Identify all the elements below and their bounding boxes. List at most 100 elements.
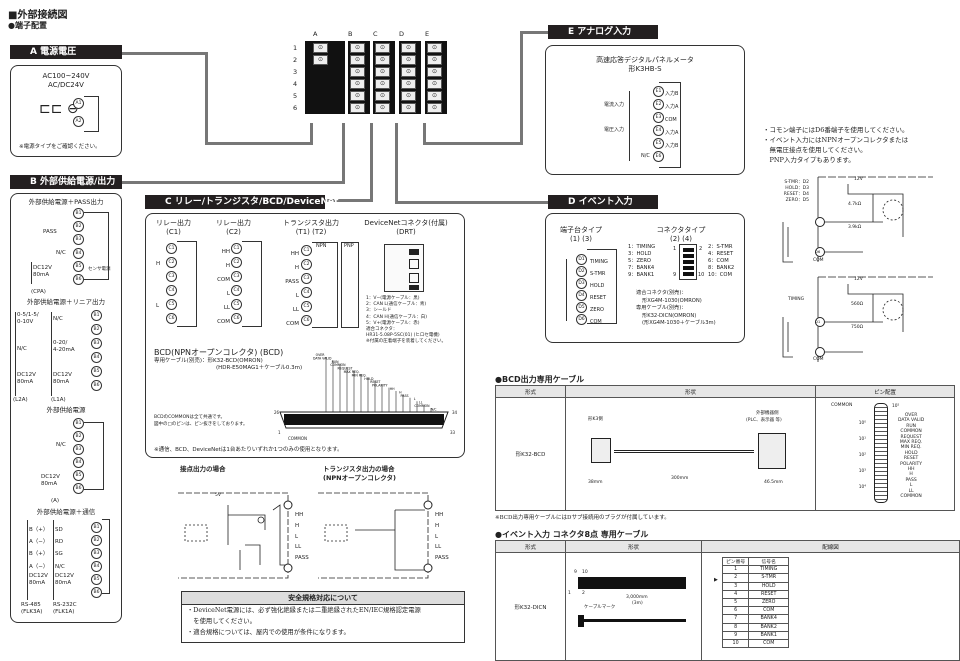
terminal-col-b: ⊙⊙⊙⊙⊙⊙ xyxy=(348,41,370,114)
connector-pins-icon xyxy=(679,244,697,280)
comm-title: 外部供給電源＋通信 xyxy=(36,508,96,516)
dsub-connector-icon xyxy=(758,433,786,469)
terminal-col-a: ⊙ ⊙ xyxy=(305,41,345,114)
pin-number: 9 xyxy=(721,630,750,640)
trans-title: トランジスタ出力(T1) (T2) xyxy=(283,219,339,236)
pin-number: 1 xyxy=(721,565,750,575)
flat-cable-icon xyxy=(578,577,686,589)
bcd-signal-label: N/C xyxy=(431,407,437,411)
section-b-heading: B 外部供給電源/出力 xyxy=(10,175,122,189)
bcd-signal-label: MIN REQ. xyxy=(352,373,367,377)
col-label-b: B xyxy=(348,30,353,38)
pin-number: 4 xyxy=(721,589,750,599)
bcd-signal-label: COMMON xyxy=(330,363,346,367)
page-subtitle: ●端子配置 xyxy=(8,21,47,30)
bcd-connector-outline xyxy=(279,411,449,429)
trans-out-title-2: (NPNオープンコレクタ) xyxy=(323,474,396,482)
contact-title: 接点出力の場合 xyxy=(180,465,226,473)
bcd-signal-label: HH xyxy=(390,387,395,391)
relay1-title: リレー出力(C1) xyxy=(156,219,191,236)
signal-name: ZERO xyxy=(748,597,790,608)
event-model: 形K32-DICN xyxy=(495,552,566,661)
output-circuit-svg xyxy=(178,492,433,579)
bcd-signal-label: L xyxy=(414,397,416,401)
section-d-heading: D イベント入力 xyxy=(548,195,658,209)
event-cable-shape: 9 10 1 2 3,000mm (3m) ケーブルマーク xyxy=(565,552,702,661)
pin-number: 5 xyxy=(721,597,750,608)
flat-cable-side-icon xyxy=(578,619,686,622)
terminal-col-c: ⊙⊙⊙⊙⊙⊙ xyxy=(373,41,395,114)
pass-title: 外部供給電源＋PASS出力 xyxy=(28,198,104,206)
bcd-signal-label: RUN xyxy=(332,360,340,364)
bcd-signal-label: DATA VALID xyxy=(313,356,332,360)
k3-connector-icon xyxy=(591,438,611,463)
pin-number: 7 xyxy=(721,614,750,624)
bcd-signal-label: LL xyxy=(419,401,423,405)
voltage-line1: AC100~240V xyxy=(42,72,90,80)
bcd-signal-label: MAX REQ. xyxy=(344,370,360,374)
pin-number: 10 xyxy=(721,638,750,649)
event-notes: ・コモン端子にはD6番端子を使用してください。・イベント入力にはNPNオープンコ… xyxy=(763,126,909,164)
bcd-model: 形K32-BCD xyxy=(495,397,566,511)
bcd-title: BCD(NPNオープンコレクタ) (BCD) xyxy=(154,348,284,357)
bcd-cable-note: ※BCD出力専用ケーブルにはDサブ接続用のプラグが付属しています。 xyxy=(495,515,670,521)
bcd-signal-label: RESET xyxy=(370,380,380,384)
terminal-col-e: ⊙⊙⊙⊙⊙⊙ xyxy=(425,41,447,114)
page-title: ■外部接続図 xyxy=(8,10,68,21)
terminal-col-d: ⊙⊙⊙⊙⊙⊙ xyxy=(399,41,421,114)
col-label-e: E xyxy=(425,30,430,38)
event-circuit-svg xyxy=(782,176,933,362)
signal-name: COM xyxy=(748,638,790,649)
bcd-signal-label: POLARITY xyxy=(372,384,388,388)
pin1-marker-icon: ▶ xyxy=(714,577,718,583)
safety-heading: 安全規格対応について xyxy=(182,592,464,605)
ext-title: 外部供給電源 xyxy=(46,406,86,414)
dsub-pin-icon xyxy=(874,403,888,503)
pass-label: PASS xyxy=(43,229,57,235)
section-c-heading: C リレー/トランジスタ/BCD/DeviceNet xyxy=(145,195,338,209)
pin-number: 6 xyxy=(721,606,750,616)
bcd-signal-label: OVER xyxy=(316,353,326,357)
signal-name: COM xyxy=(748,606,790,616)
bcd-cable-table: 形式 形状 ピン配置 形K32-BCD 形K3側 外部機器側 (PLC、表示器 … xyxy=(495,385,955,511)
pin-number: 2 xyxy=(721,573,750,583)
bcd-footnote: ※通信、BCD、DeviceNetは1台あたりいずれか1つのみの使用となります。 xyxy=(154,447,343,453)
power-symbol-icon: ⊏⊏ ⊖ xyxy=(39,101,79,117)
bcd-pin-end-top: 34 xyxy=(452,410,458,415)
bcd-signal-label: PASS xyxy=(401,394,409,398)
terminal-type-title: 端子台タイプ(1) (3) xyxy=(560,226,602,243)
event-cable-table: 形式 形状 配線図 形K32-DICN 9 10 1 2 3,000mm (3m… xyxy=(495,540,960,661)
power-note: ※電源タイプをご確認ください。 xyxy=(19,144,101,150)
section-e-heading: E アナログ入力 xyxy=(548,25,658,39)
bcd-signal-label: COMMON xyxy=(414,404,430,408)
col-label-d: D xyxy=(399,30,405,38)
safety-box: 安全規格対応について ・DeviceNet電源には、必ず強化絶縁または二重絶縁さ… xyxy=(181,591,465,643)
signal-name: S-TMR xyxy=(748,573,790,583)
section-a-heading: A 電源電圧 xyxy=(10,45,122,59)
connector-type-title: コネクタタイプ(2) (4) xyxy=(656,226,706,243)
